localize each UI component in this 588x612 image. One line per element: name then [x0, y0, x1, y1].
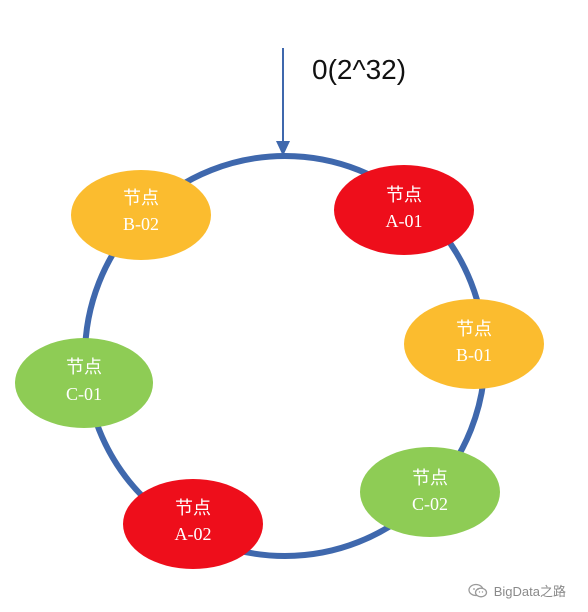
node-title: 节点: [66, 357, 102, 378]
node-title: 节点: [123, 188, 159, 209]
node-id: A-02: [175, 524, 212, 544]
node-ellipse: [404, 299, 544, 389]
node-id: C-02: [412, 494, 448, 514]
node-title: 节点: [456, 319, 492, 340]
node-ellipse: [123, 479, 263, 569]
node-id: C-01: [66, 384, 102, 404]
wechat-icon: [468, 583, 488, 599]
node-title: 节点: [412, 468, 448, 489]
origin-label: 0(2^32): [312, 54, 406, 85]
node-c-02: 节点 C-02: [360, 447, 500, 537]
node-ellipse: [360, 447, 500, 537]
node-ellipse: [15, 338, 153, 428]
watermark: BigData之路: [468, 581, 566, 600]
node-ellipse: [334, 165, 474, 255]
origin-arrow-head: [276, 141, 290, 156]
node-id: A-01: [386, 211, 423, 231]
node-title: 节点: [386, 185, 422, 206]
node-b-02: 节点 B-02: [71, 170, 211, 260]
node-id: B-02: [123, 214, 159, 234]
node-a-01: 节点 A-01: [334, 165, 474, 255]
node-id: B-01: [456, 345, 492, 365]
node-b-01: 节点 B-01: [404, 299, 544, 389]
node-c-01: 节点 C-01: [15, 338, 153, 428]
node-ellipse: [71, 170, 211, 260]
node-title: 节点: [175, 498, 211, 519]
node-a-02: 节点 A-02: [123, 479, 263, 569]
watermark-text: BigData之路: [493, 584, 566, 599]
